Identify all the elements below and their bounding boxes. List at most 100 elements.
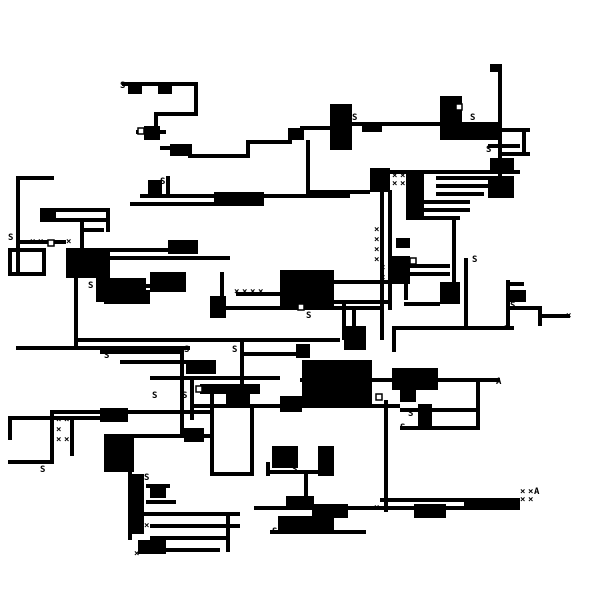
start-marker: S bbox=[352, 113, 357, 123]
corridor-h bbox=[266, 470, 334, 474]
start-marker: S bbox=[472, 255, 477, 265]
corridor-v bbox=[8, 248, 12, 276]
corridor-v bbox=[226, 512, 230, 552]
item-marker: × bbox=[144, 521, 149, 531]
door-tile bbox=[137, 127, 145, 135]
room-block bbox=[414, 504, 446, 518]
item-marker: × bbox=[380, 263, 385, 273]
room-block bbox=[66, 248, 110, 278]
room-block bbox=[128, 86, 142, 94]
wall-layer bbox=[8, 64, 570, 554]
item-marker: × bbox=[258, 287, 263, 297]
start-marker: S bbox=[214, 385, 219, 395]
start-marker: S bbox=[470, 113, 475, 123]
corridor-h bbox=[146, 500, 176, 504]
corridor-h bbox=[210, 472, 254, 476]
room-block bbox=[464, 498, 520, 510]
corridor-v bbox=[210, 296, 214, 318]
item-marker: × bbox=[56, 415, 61, 425]
corridor-h bbox=[210, 306, 380, 310]
room-block bbox=[406, 170, 424, 220]
room-block bbox=[148, 180, 162, 196]
start-marker: S bbox=[184, 345, 189, 355]
corridor-h bbox=[420, 200, 470, 204]
room-block bbox=[296, 344, 310, 358]
corridor-h bbox=[188, 154, 250, 158]
start-marker: S bbox=[366, 361, 371, 371]
item-marker: × bbox=[374, 245, 379, 255]
corridor-v bbox=[220, 272, 224, 300]
corridor-h bbox=[506, 282, 524, 286]
corridor-h bbox=[80, 228, 104, 232]
room-block bbox=[158, 86, 172, 94]
exit-marker: A bbox=[534, 487, 540, 497]
corridor-h bbox=[150, 536, 230, 540]
item-marker: × bbox=[64, 415, 69, 425]
corridor-h bbox=[78, 338, 340, 342]
corridor-h bbox=[150, 524, 240, 528]
room-block bbox=[40, 210, 56, 222]
corridor-h bbox=[246, 140, 292, 144]
start-marker: S bbox=[8, 233, 13, 243]
corridor-h bbox=[8, 248, 46, 252]
item-marker: × bbox=[504, 323, 509, 333]
corridor-h bbox=[404, 272, 450, 276]
room-block bbox=[508, 290, 526, 302]
corridor-v bbox=[70, 416, 74, 456]
start-marker: S bbox=[152, 391, 157, 401]
room-block bbox=[104, 290, 150, 304]
room-block bbox=[440, 96, 462, 140]
item-marker: × bbox=[528, 495, 533, 505]
corridor-v bbox=[266, 462, 270, 476]
room-block bbox=[272, 446, 298, 468]
room-block bbox=[286, 496, 314, 508]
corridor-h bbox=[254, 506, 470, 510]
item-marker: × bbox=[374, 235, 379, 245]
corridor-h bbox=[500, 152, 530, 156]
corridor-h bbox=[400, 408, 480, 412]
item-marker: × bbox=[566, 311, 571, 321]
room-block bbox=[128, 474, 144, 534]
door-layer bbox=[47, 103, 463, 401]
corridor-h bbox=[150, 548, 220, 552]
corridor-v bbox=[180, 346, 184, 436]
start-marker: S bbox=[104, 351, 109, 361]
door-tile bbox=[375, 393, 383, 401]
corridor-v bbox=[154, 112, 158, 126]
corridor-v bbox=[342, 300, 346, 340]
corridor-v bbox=[8, 416, 12, 440]
corridor-h bbox=[240, 352, 310, 356]
item-marker: × bbox=[528, 487, 533, 497]
corridor-h bbox=[436, 184, 490, 188]
item-marker: × bbox=[374, 503, 379, 513]
exit-marker: A bbox=[166, 281, 172, 291]
start-marker: S bbox=[510, 301, 515, 311]
room-block bbox=[400, 390, 416, 402]
item-marker: × bbox=[242, 287, 247, 297]
room-block bbox=[418, 404, 432, 428]
room-block bbox=[150, 272, 186, 292]
corridor-h bbox=[370, 170, 520, 174]
room-block bbox=[170, 144, 192, 156]
room-block bbox=[392, 368, 438, 390]
item-marker: × bbox=[374, 225, 379, 235]
corridor-h bbox=[16, 240, 66, 244]
room-block bbox=[138, 540, 166, 554]
room-block bbox=[168, 240, 198, 254]
corridor-h bbox=[352, 122, 460, 126]
corridor-v bbox=[166, 176, 170, 196]
corridor-h bbox=[334, 300, 392, 304]
corridor-h bbox=[150, 376, 280, 380]
item-marker: × bbox=[374, 255, 379, 265]
corridor-h bbox=[154, 112, 198, 116]
room-block bbox=[150, 488, 166, 498]
start-marker: S bbox=[120, 81, 125, 91]
corridor-h bbox=[120, 360, 200, 364]
corridor-h bbox=[392, 326, 514, 330]
room-block bbox=[302, 360, 372, 406]
corridor-h bbox=[420, 208, 470, 212]
start-marker: S bbox=[408, 409, 413, 419]
corridor-h bbox=[540, 314, 570, 318]
